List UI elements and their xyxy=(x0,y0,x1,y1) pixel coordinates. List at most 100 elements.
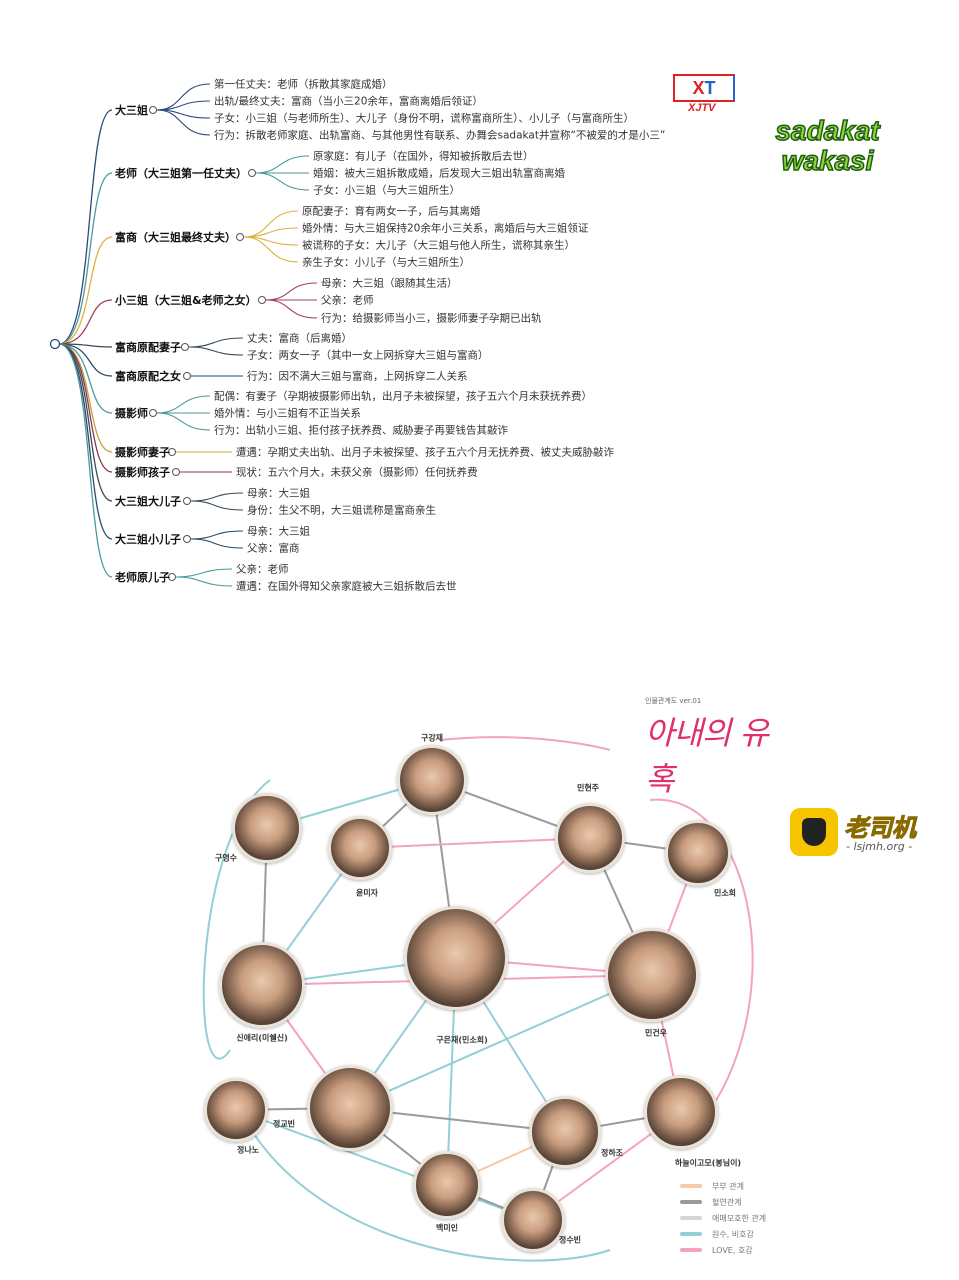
branch-node[interactable]: 摄影师妻子 xyxy=(115,446,170,459)
branch-connector xyxy=(265,282,318,301)
branch-node[interactable]: 摄影师 xyxy=(115,407,148,420)
branch-connector xyxy=(175,568,233,578)
branch-node[interactable]: 大三姐小儿子 xyxy=(115,533,181,546)
branch-connector xyxy=(255,155,310,174)
collapse-toggle[interactable] xyxy=(183,372,191,380)
leaf-node[interactable]: 行为：因不满大三姐与富商，上网拆穿二人关系 xyxy=(247,370,468,383)
leaf-node[interactable]: 父亲：老师 xyxy=(321,294,374,307)
leaf-node[interactable]: 行为：给摄影师当小三，摄影师妻子孕期已出轨 xyxy=(321,312,542,325)
branch-connector xyxy=(156,109,211,136)
branch-node[interactable]: 老师原儿子 xyxy=(115,571,170,584)
collapse-toggle[interactable] xyxy=(258,296,266,304)
person-photo xyxy=(665,820,731,886)
leaf-node[interactable]: 亲生子女：小儿子（与大三姐所生） xyxy=(302,256,470,269)
person-photo xyxy=(307,1065,393,1151)
collapse-toggle[interactable] xyxy=(149,409,157,417)
legend-swatch xyxy=(680,1184,702,1188)
leaf-node[interactable]: 原配妻子：育有两女一子，后与其离婚 xyxy=(302,205,481,218)
person-photo xyxy=(232,793,302,863)
branch-node[interactable]: 大三姐 xyxy=(115,104,148,117)
mind-map: 大三姐 第一任丈夫：老师（拆散其家庭成婚） 出轨/最终丈夫：富商（当小三20余年，富… xyxy=(0,0,959,620)
leaf-node[interactable]: 母亲：大三姐（跟随其生活） xyxy=(321,277,458,290)
xjtv-logo-t: T xyxy=(704,78,716,98)
person-name: 백미인 xyxy=(435,1223,459,1233)
leaf-node[interactable]: 出轨/最终丈夫：富商（当小三20余年，富商离婚后领证） xyxy=(214,95,483,108)
leaf-node[interactable]: 子女：小三姐（与大三姐所生） xyxy=(313,184,460,197)
branch-node[interactable]: 老师（大三姐第一任丈夫） xyxy=(115,167,247,180)
legend-item: LOVE, 호감 xyxy=(680,1242,766,1258)
branch-node[interactable]: 富商原配之女 xyxy=(115,370,181,383)
branch-node[interactable]: 大三姐大儿子 xyxy=(115,495,181,508)
leaf-node[interactable]: 配偶：有妻子（孕期被摄影师出轨，出月子未被探望，孩子五六个月未获抚养费） xyxy=(214,390,592,403)
branch-node[interactable]: 富商（大三姐最终丈夫） xyxy=(115,231,236,244)
legend-swatch xyxy=(680,1216,702,1220)
leaf-node[interactable]: 子女：小三姐（与老师所生）、大儿子（身份不明，谎称富商所生）、小儿子（与富商所生… xyxy=(214,112,634,125)
branch-node[interactable]: 摄影师孩子 xyxy=(115,466,170,479)
collapse-toggle[interactable] xyxy=(248,169,256,177)
leaf-node[interactable]: 父亲：老师 xyxy=(236,563,289,576)
leaf-node[interactable]: 子女：两女一子（其中一女上网拆穿大三姐与富商） xyxy=(247,349,489,362)
collapse-toggle[interactable] xyxy=(183,497,191,505)
person-name: 구영수 xyxy=(214,853,238,863)
person-name: 민건우 xyxy=(644,1028,668,1038)
collapse-toggle[interactable] xyxy=(183,535,191,543)
leaf-node[interactable]: 第一任丈夫：老师（拆散其家庭成婚） xyxy=(214,78,393,91)
leaf-node[interactable]: 婚外情：与小三姐有不正当关系 xyxy=(214,407,361,420)
person-name: 정수빈 xyxy=(558,1235,582,1245)
legend-label: 원수, 비호감 xyxy=(712,1229,754,1239)
relationship-arc xyxy=(439,736,611,751)
collapse-toggle[interactable] xyxy=(149,106,157,114)
collapse-toggle[interactable] xyxy=(168,448,176,456)
laosiji-url: - lsjmh.org - xyxy=(846,840,913,853)
leaf-node[interactable]: 行为：拆散老师家庭、出轨富商、与其他男性有联系、办舞会sadakat并宣称“不被… xyxy=(214,129,666,142)
leaf-node[interactable]: 被谎称的子女：大儿子（大三姐与他人所生，谎称其亲生） xyxy=(302,239,575,252)
leaf-node[interactable]: 父亲：富商 xyxy=(247,542,300,555)
leaf-node[interactable]: 婚姻：被大三姐拆散成婚，后发现大三姐出轨富商离婚 xyxy=(313,167,565,180)
root-node[interactable] xyxy=(49,338,61,350)
branch-connector xyxy=(243,210,299,238)
branch-connector xyxy=(156,395,211,414)
xjtv-logo-x: X xyxy=(692,78,705,98)
relationship-arc xyxy=(239,1109,611,1262)
branch-connector xyxy=(58,236,113,345)
person-name: 구강재 xyxy=(420,733,444,743)
legend-swatch xyxy=(680,1200,702,1204)
legend-swatch xyxy=(680,1248,702,1252)
legend-label: 부부 관계 xyxy=(712,1181,744,1191)
leaf-node[interactable]: 现状：五六个月大，未获父亲（摄影师）任何抚养费 xyxy=(236,466,478,479)
branch-connector xyxy=(188,346,244,356)
leaf-node[interactable]: 行为：出轨小三姐、拒付孩子抚养费、威胁妻子再要钱告其敲诈 xyxy=(214,424,508,437)
collapse-toggle[interactable] xyxy=(172,468,180,476)
legend-item: 부부 관계 xyxy=(680,1178,766,1194)
leaf-node[interactable]: 遭遇：在国外得知父亲家庭被大三姐拆散后去世 xyxy=(236,580,457,593)
legend-item: 애매모호한 관계 xyxy=(680,1210,766,1226)
collapse-toggle[interactable] xyxy=(168,573,176,581)
person-name: 하늘이고모(봉님이) xyxy=(674,1158,742,1168)
branch-connector xyxy=(58,299,113,345)
branch-connector xyxy=(58,343,113,502)
leaf-node[interactable]: 母亲：大三姐 xyxy=(247,487,310,500)
leaf-node[interactable]: 母亲：大三姐 xyxy=(247,525,310,538)
leaf-node[interactable]: 丈夫：富商（后离婚） xyxy=(247,332,352,345)
leaf-node[interactable]: 遭遇：孕期丈夫出轨、出月子未被探望、孩子五六个月无抚养费、被丈夫威胁敲诈 xyxy=(236,446,614,459)
driver-mascot-icon xyxy=(790,808,838,856)
sadakat-line1: sadakat xyxy=(775,115,881,147)
relationship-arc xyxy=(649,798,754,1111)
legend-label: 혈연관계 xyxy=(712,1197,742,1207)
laosiji-logo-text: 老司机 xyxy=(844,814,917,843)
branch-node[interactable]: 富商原配妻子 xyxy=(115,341,181,354)
branch-connector xyxy=(58,343,113,473)
relationship-line xyxy=(359,837,591,849)
leaf-node[interactable]: 身份：生父不明，大三姐谎称是富商亲生 xyxy=(247,504,436,517)
collapse-toggle[interactable] xyxy=(181,343,189,351)
branch-node[interactable]: 小三姐（大三姐&老师之女） xyxy=(115,294,257,307)
xjtv-logo: XT xyxy=(673,74,735,102)
branch-connector xyxy=(58,343,113,540)
branch-connector xyxy=(156,83,211,111)
collapse-toggle[interactable] xyxy=(236,233,244,241)
leaf-node[interactable]: 原家庭：有儿子（在国外，得知被拆散后去世） xyxy=(313,150,534,163)
leaf-node[interactable]: 婚外情：与大三姐保持20余年小三关系，离婚后与大三姐领证 xyxy=(302,222,589,235)
